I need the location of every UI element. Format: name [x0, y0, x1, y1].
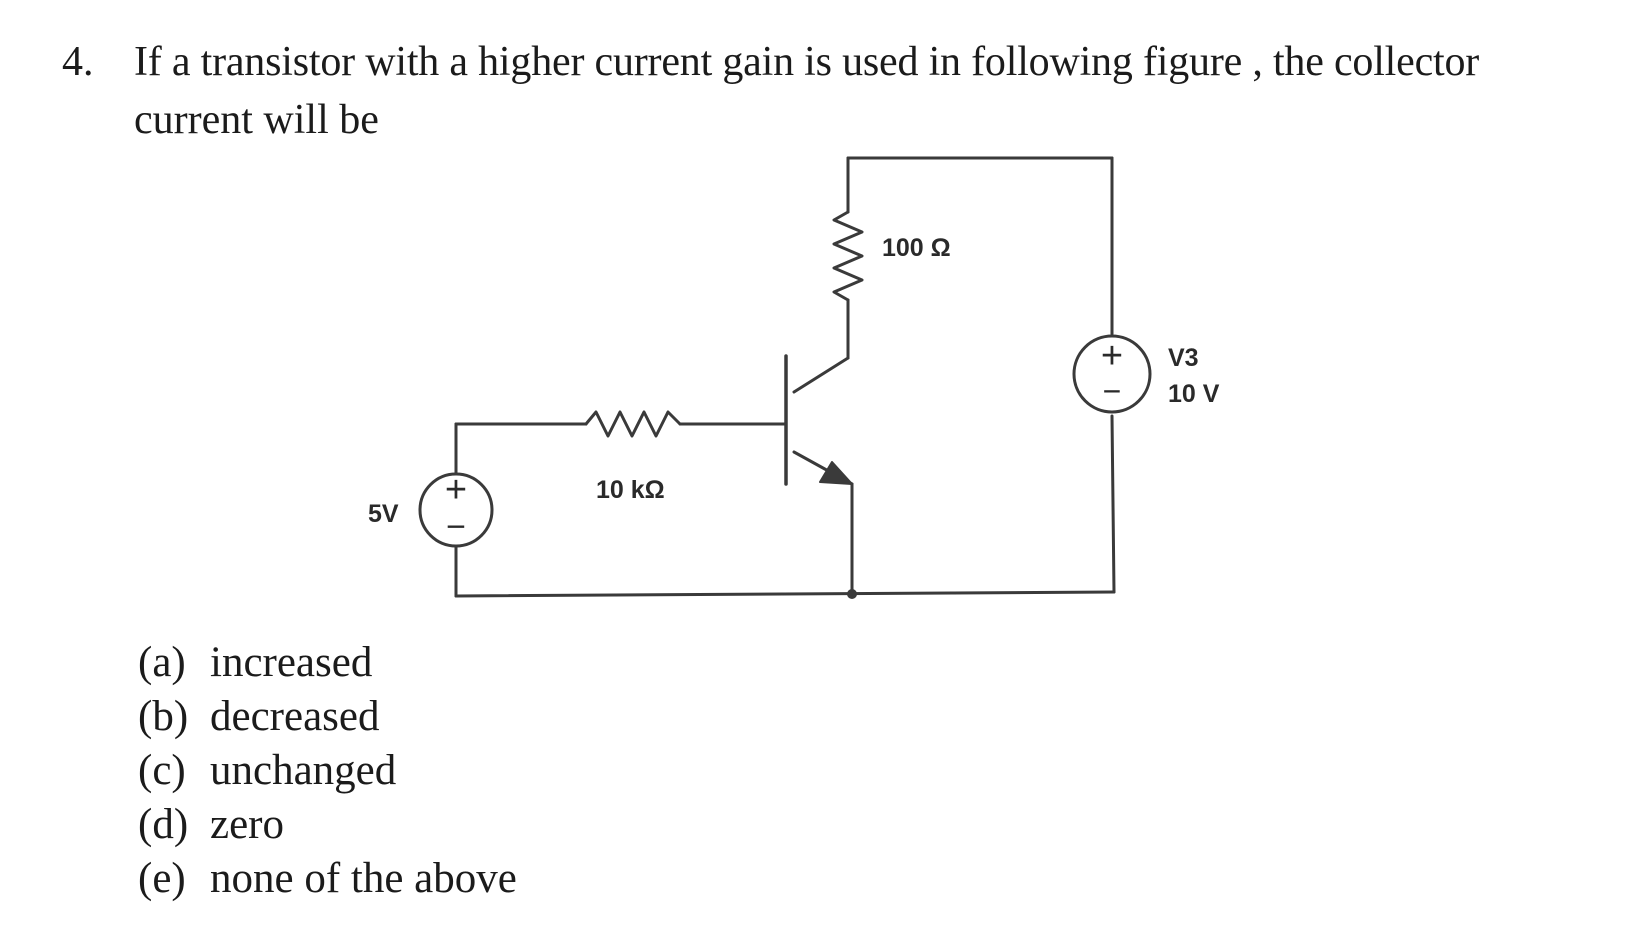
option-b[interactable]: (b) decreased — [138, 690, 517, 744]
question-number: 4. — [62, 39, 94, 85]
base-voltage-source-symbol — [418, 472, 494, 548]
collector-source-name: V3 — [1168, 344, 1199, 372]
option-e[interactable]: (e) none of the above — [138, 852, 517, 906]
collector-resistor-label: 100 Ω — [882, 234, 951, 262]
collector-resistor-zigzag — [832, 210, 864, 302]
collector-voltage-source-symbol — [1072, 334, 1152, 414]
wire-bottom — [454, 590, 1116, 598]
option-text: none of the above — [210, 855, 517, 902]
base-source-plus: + — [445, 469, 467, 511]
option-d[interactable]: (d) zero — [138, 798, 517, 852]
base-voltage-label: 5V — [368, 500, 399, 528]
option-label: (d) — [138, 801, 189, 848]
option-a[interactable]: (a) increased — [138, 636, 517, 690]
option-text: increased — [210, 639, 373, 686]
option-text: decreased — [210, 693, 380, 740]
emitter-arrow-icon — [819, 461, 853, 485]
option-text: unchanged — [210, 747, 397, 794]
junction-dot — [847, 589, 857, 599]
collector-source-minus: − — [1103, 373, 1122, 409]
option-label: (e) — [138, 855, 186, 902]
base-resistor-label: 10 kΩ — [596, 476, 665, 504]
option-label: (c) — [138, 747, 186, 794]
question-text-line2: current will be — [134, 97, 379, 143]
base-resistor-zigzag — [584, 410, 682, 438]
option-label: (a) — [138, 639, 186, 686]
answer-options: (a) increased (b) decreased (c) unchange… — [138, 636, 517, 906]
collector-source-plus: + — [1101, 335, 1123, 377]
question-text-line1: If a transistor with a higher current ga… — [134, 39, 1480, 85]
wire-right-bottom — [1110, 414, 1116, 594]
option-c[interactable]: (c) unchanged — [138, 744, 517, 798]
base-source-minus: − — [446, 508, 466, 546]
option-text: zero — [210, 801, 284, 848]
transistor-collector — [792, 356, 850, 394]
collector-source-value: 10 V — [1168, 380, 1220, 408]
option-label: (b) — [138, 693, 189, 740]
